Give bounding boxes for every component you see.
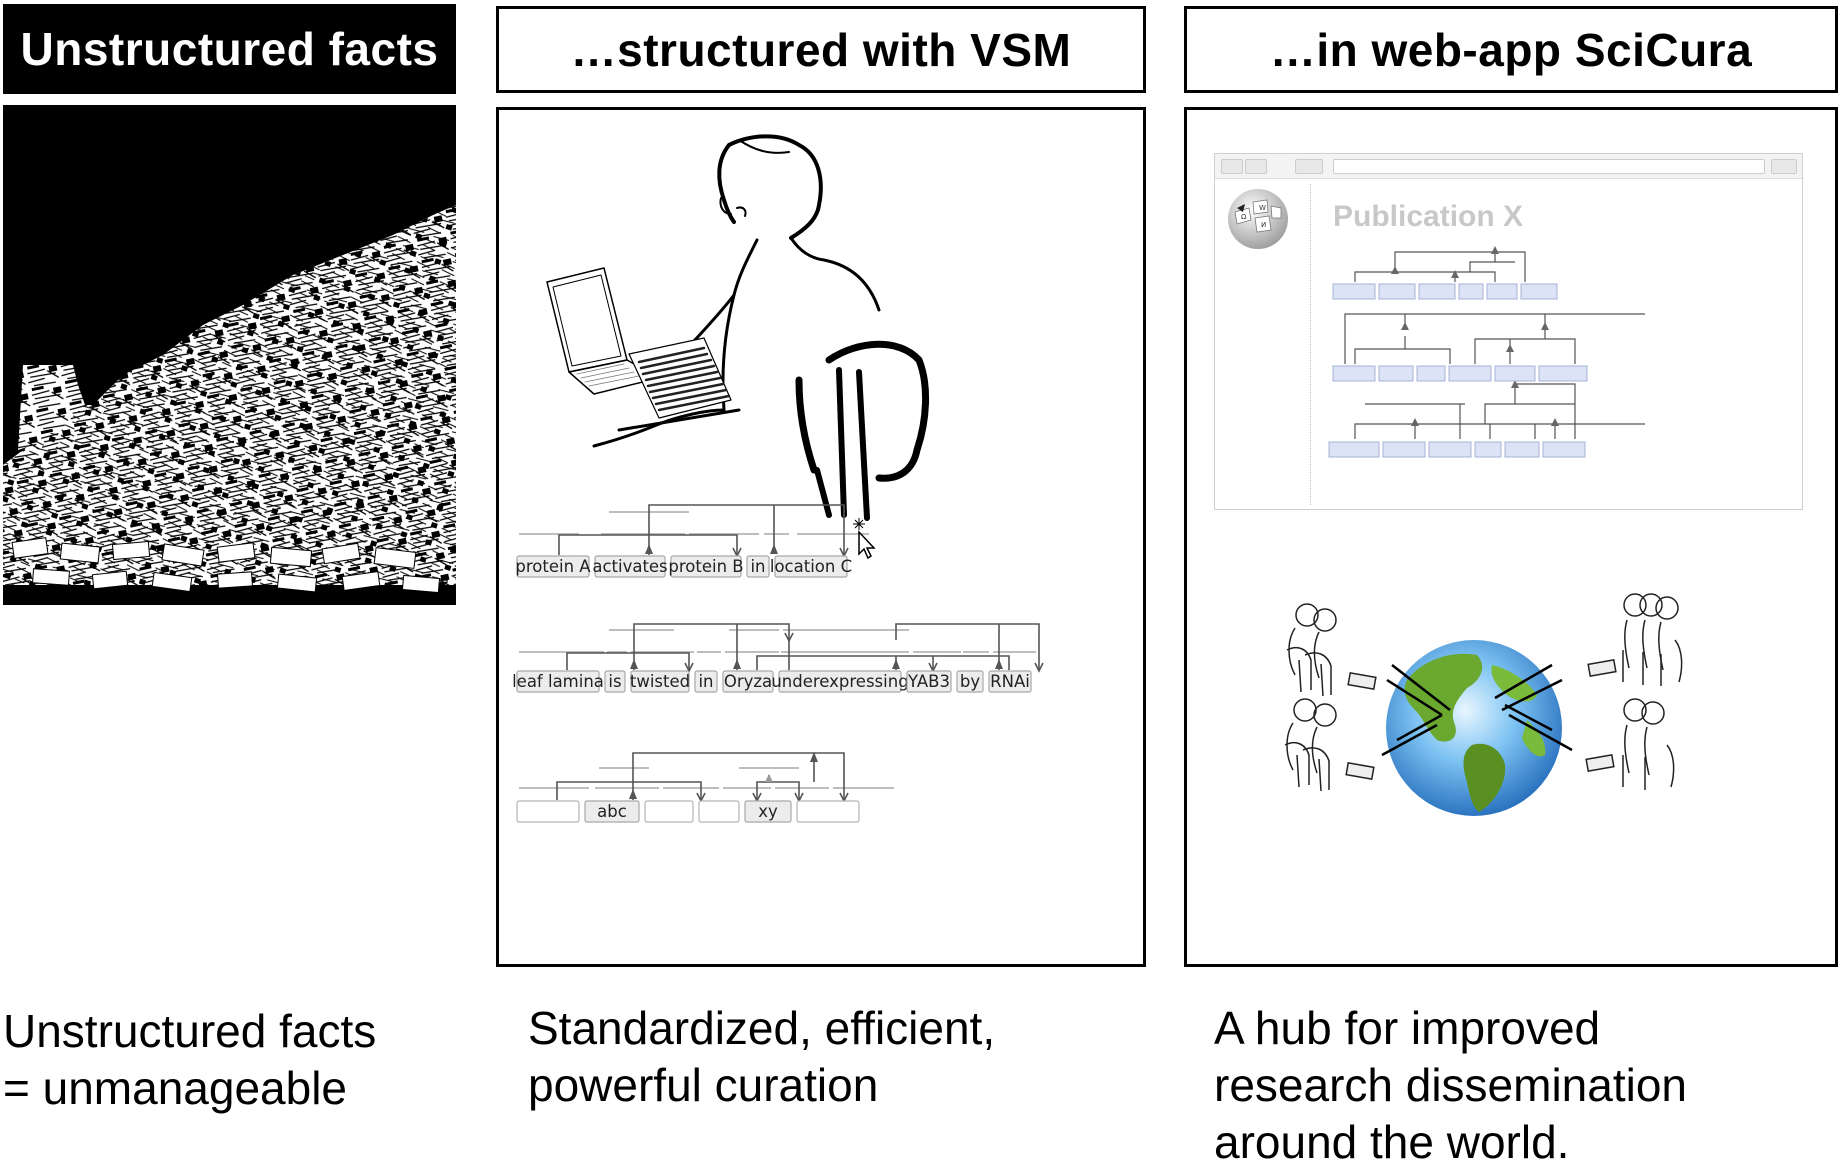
sentence-row-3: abc xy (516, 800, 860, 823)
term-box[interactable] (698, 800, 740, 823)
term-label: RNAi (990, 672, 1030, 691)
term-label: in (750, 557, 765, 576)
term-box[interactable]: by (956, 670, 984, 693)
term-label: Oryza (724, 672, 772, 691)
world-network-illustration (1284, 593, 1683, 816)
term-box[interactable]: leaf lamina (512, 670, 604, 693)
term-box[interactable]: underexpressing (771, 670, 909, 693)
panel2-caption: Standardized, efficient, powerful curati… (528, 1000, 995, 1114)
browser-window: Ω W И Publication X (1214, 153, 1803, 510)
panel3-caption: A hub for improved research disseminatio… (1214, 1000, 1687, 1171)
term-box[interactable]: protein B (668, 555, 744, 578)
panel1-caption: Unstructured facts = unmanageable (3, 1003, 376, 1117)
panel2-caption-line: powerful curation (528, 1059, 879, 1111)
paper-pile-icon (3, 205, 456, 594)
panel2-header: …structured with VSM (496, 6, 1146, 93)
term-box[interactable] (796, 800, 860, 823)
term-box[interactable]: YAB3 (906, 670, 952, 693)
term-box[interactable]: in (746, 555, 770, 578)
svg-text:Ω: Ω (1241, 213, 1247, 221)
term-box[interactable]: RNAi (988, 670, 1032, 693)
browser-back-button[interactable] (1221, 159, 1243, 174)
browser-sidebar-divider (1310, 184, 1311, 505)
panel3-caption-line: research dissemination (1214, 1059, 1688, 1111)
term-label: protein A (515, 557, 591, 576)
term-label: underexpressing (771, 672, 908, 691)
panel1-caption-line: Unstructured facts (3, 1005, 377, 1057)
panel1-header-text: Unstructured facts (20, 23, 439, 75)
term-box[interactable]: activates (592, 555, 668, 578)
sentence-tree-2 (519, 623, 1044, 673)
panel3-box: Ω W И Publication X (1184, 107, 1838, 967)
browser-forward-button[interactable] (1245, 159, 1267, 174)
term-label: abc (597, 802, 627, 821)
panel2-header-text: …structured with VSM (570, 23, 1072, 76)
panel1-caption-line: = unmanageable (3, 1062, 348, 1114)
term-box[interactable]: protein A (515, 555, 591, 578)
publication-trees (1328, 246, 1645, 458)
term-label: activates (592, 557, 667, 576)
term-box[interactable]: Oryza (722, 670, 774, 693)
term-box[interactable]: abc (584, 800, 640, 823)
term-label: by (960, 672, 980, 691)
term-label: is (608, 672, 621, 691)
paper-pile-image (3, 105, 456, 605)
term-label: location C (770, 557, 852, 576)
term-label: leaf lamina (512, 672, 604, 691)
term-box[interactable]: xy (744, 800, 792, 823)
panel3-header: …in web-app SciCura (1184, 6, 1838, 93)
panel3-caption-line: A hub for improved (1214, 1002, 1601, 1054)
term-label: twisted (630, 672, 690, 691)
cursor-icon (853, 518, 876, 560)
term-box[interactable]: in (694, 670, 718, 693)
svg-text:W: W (1259, 204, 1266, 212)
term-box[interactable] (516, 800, 580, 823)
panel3-caption-line: around the world. (1214, 1116, 1570, 1168)
panel2-caption-line: Standardized, efficient, (528, 1002, 996, 1054)
term-box[interactable]: twisted (630, 670, 690, 693)
wikipedia-globe-icon: Ω W И (1228, 189, 1288, 249)
term-label: YAB3 (907, 672, 950, 691)
sentence-tree-3 (519, 752, 894, 803)
browser-toolbar (1215, 154, 1802, 179)
person-at-laptop-icon (546, 134, 929, 521)
svg-text:И: И (1261, 221, 1266, 229)
term-box[interactable]: location C (770, 555, 852, 578)
term-box[interactable] (644, 800, 694, 823)
audience-group-icon (1284, 593, 1683, 792)
panel3-header-text: …in web-app SciCura (1269, 23, 1753, 76)
sentence-tree-1 (519, 504, 869, 558)
earth-globe-icon (1386, 640, 1562, 816)
term-box[interactable]: is (604, 670, 626, 693)
term-label: xy (758, 802, 778, 821)
browser-menu-button[interactable] (1771, 159, 1797, 174)
term-label: in (698, 672, 713, 691)
browser-home-button[interactable] (1295, 159, 1323, 174)
term-label: protein B (668, 557, 743, 576)
browser-address-bar[interactable] (1333, 159, 1765, 174)
publication-title: Publication X (1333, 200, 1524, 233)
panel1-header: Unstructured facts (3, 4, 456, 94)
